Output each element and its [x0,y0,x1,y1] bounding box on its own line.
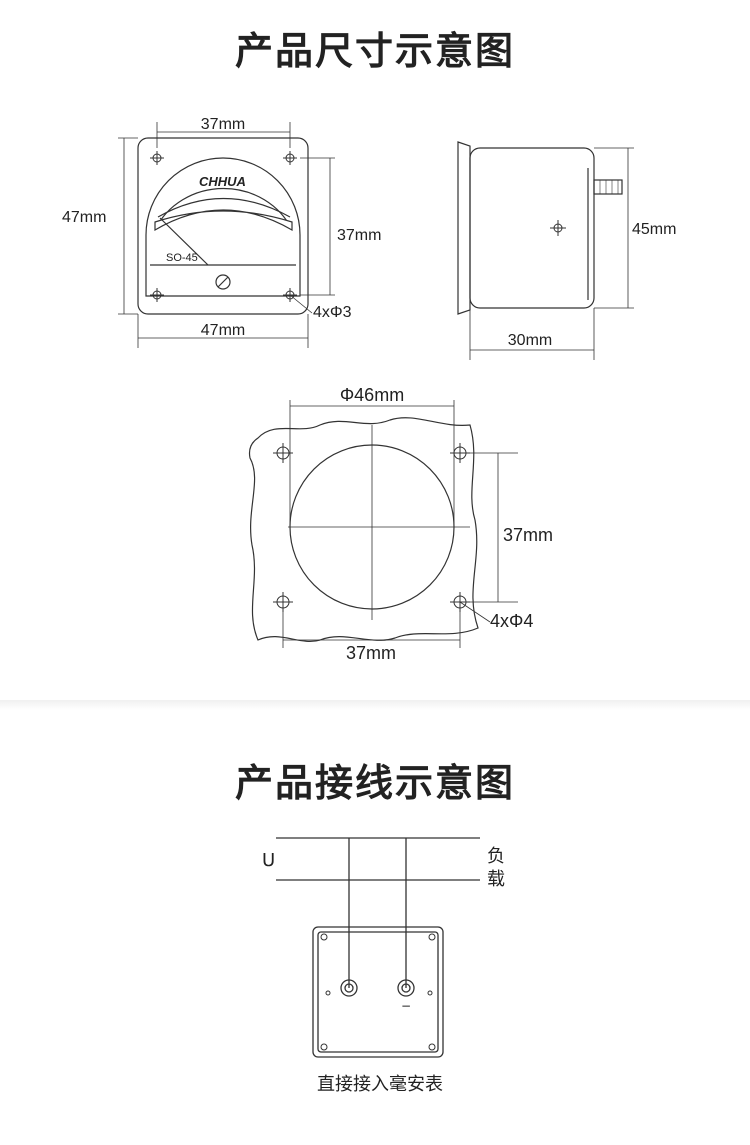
scale-arc [157,198,291,218]
front-holes-label: 4xΦ3 [313,304,352,321]
mounting-hole [150,151,164,165]
panel-outline [248,417,479,642]
wiring-caption: 直接接入毫安表 [317,1074,443,1095]
side-view [457,141,634,360]
size-diagram-title: 产品尺寸示意图 [234,29,515,73]
meter-back-outer [312,926,444,1058]
section-divider [0,700,750,710]
front-dim-left: 47mm [62,209,106,226]
front-dim-top: 37mm [201,116,245,133]
terminal-negative [397,979,415,997]
terminal-positive [340,979,358,997]
mounting-hole [283,151,297,165]
cutout-dim-right: 37mm [503,525,553,545]
side-dim-depth: 30mm [508,332,552,349]
side-front-flange [457,141,471,315]
load-label-1: 负 [487,846,505,867]
wiring-diagram-title: 产品接线示意图 [234,761,515,805]
source-label: U [262,850,275,871]
front-dim-right: 37mm [337,227,381,244]
model-label: SO-45 [166,252,198,264]
meter-front-plate [137,137,309,315]
cutout-dim-diameter: Φ46mm [340,385,404,405]
mounting-hole [150,288,164,302]
cutout-dim-bottom: 37mm [346,643,396,663]
zero-adjust-screw [215,274,231,290]
front-dim-bottom: 47mm [201,322,245,339]
dial-window [145,157,301,297]
meter-needle [159,217,209,266]
side-terminal [593,179,623,195]
minus-sign: − [401,999,411,1013]
brand-logo: CHHUA [199,174,246,189]
side-dim-height: 45mm [632,221,676,238]
wiring-diagram [276,837,480,1058]
cutout-holes-label: 4xΦ4 [490,611,533,631]
side-body [469,147,595,309]
meter-back-inner [317,931,439,1053]
cutout-view [248,400,518,648]
load-label-2: 载 [487,869,505,890]
dial-outer-arc [154,187,293,231]
front-view [118,122,335,348]
